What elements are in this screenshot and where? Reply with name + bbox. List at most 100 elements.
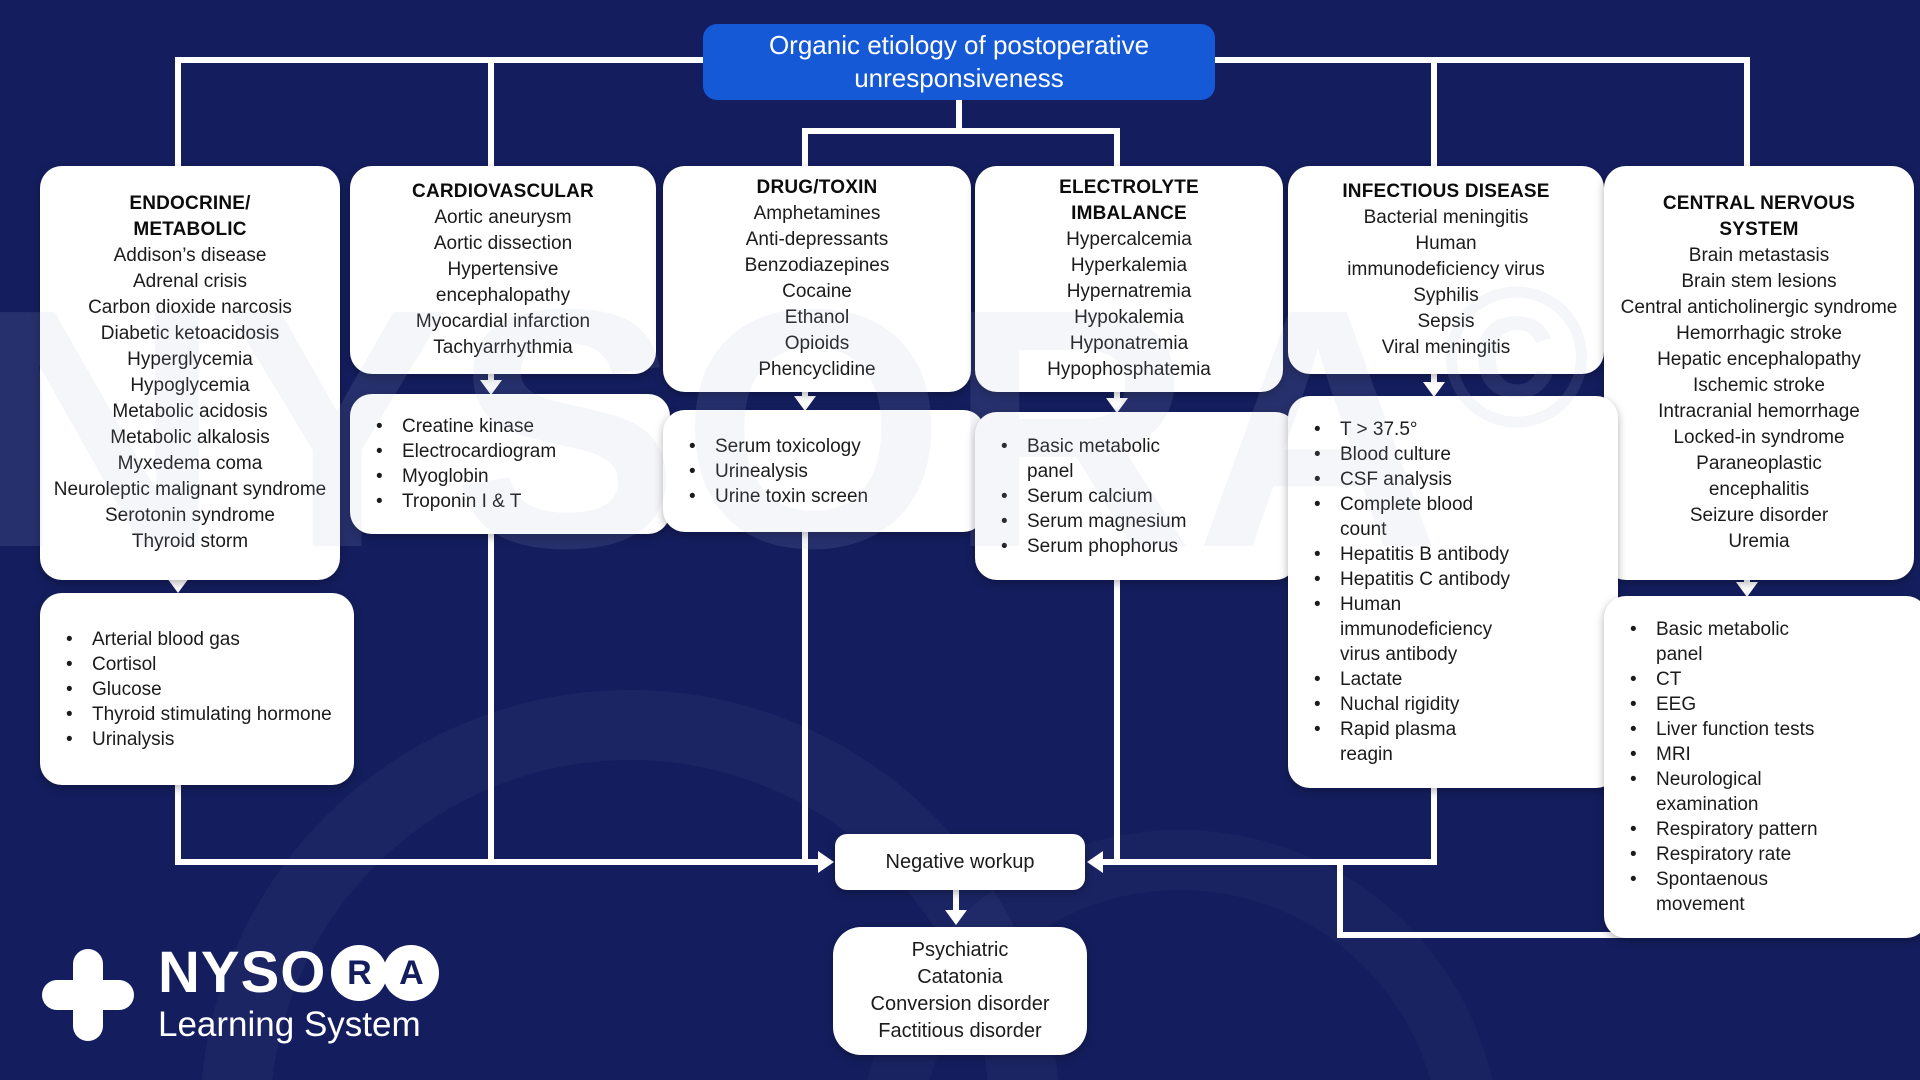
test-item: Serum calcium <box>1001 484 1285 509</box>
diagnosis-item: Factitious disorder <box>878 1020 1042 1042</box>
category-item: Neuroleptic malignant syndrome <box>53 479 327 500</box>
connector-line <box>956 96 962 134</box>
category-item: Aortic dissection <box>433 233 573 254</box>
category-item: Phencyclidine <box>758 359 876 380</box>
connector-line <box>1103 859 1437 865</box>
connector-line <box>488 514 494 865</box>
test-item: Hepatitis C antibody <box>1314 567 1606 592</box>
category-item: Central anticholinergic syndrome <box>1620 297 1898 318</box>
tests-box-infectious-disease: T > 37.5°Blood cultureCSF analysisComple… <box>1288 396 1618 788</box>
test-item: MRI <box>1630 742 1916 767</box>
test-item: Respiratory rate <box>1630 842 1916 867</box>
test-item: Liver function tests <box>1630 717 1916 742</box>
category-item: Hypoglycemia <box>130 375 250 396</box>
test-item: T > 37.5° <box>1314 417 1606 442</box>
category-item: Syphilis <box>1413 285 1479 306</box>
category-item: Paraneoplastic encephalitis <box>1696 453 1822 500</box>
test-item: Basic metabolic panel <box>1001 434 1285 484</box>
test-item: Serum phophorus <box>1001 534 1285 559</box>
test-item: Nuchal rigidity <box>1314 692 1606 717</box>
connector-line <box>1744 57 1750 167</box>
category-item: Tachyarrhythmia <box>433 337 573 358</box>
category-item: Sepsis <box>1417 311 1475 332</box>
test-item: Spontaenous movement <box>1630 867 1916 917</box>
nysora-cross-icon <box>40 947 136 1043</box>
category-item: Uremia <box>1728 531 1790 552</box>
category-item: Aortic aneurysm <box>434 207 572 228</box>
test-item: Glucose <box>66 677 342 702</box>
category-title: DRUG/TOXIN <box>756 177 878 198</box>
category-item: Intracranial hemorrhage <box>1658 401 1860 422</box>
tests-box-drug-toxin: Serum toxicologyUrinealysisUrine toxin s… <box>663 410 985 532</box>
category-title: ELECTROLYTE IMBALANCE <box>1059 177 1199 224</box>
title-box: Organic etiology of postoperative unresp… <box>703 24 1215 100</box>
arrow-down-icon <box>167 578 189 593</box>
category-item: Hyperglycemia <box>127 349 253 370</box>
category-item: Hyperkalemia <box>1070 255 1188 276</box>
tests-box-central-nervous-system: Basic metabolic panelCTEEGLiver function… <box>1604 596 1920 938</box>
test-item: Blood culture <box>1314 442 1606 467</box>
connector-line <box>802 128 1120 134</box>
connector-line <box>1431 768 1437 865</box>
category-title: CARDIOVASCULAR <box>412 181 594 202</box>
tests-list: T > 37.5°Blood cultureCSF analysisComple… <box>1314 417 1606 767</box>
connector-line <box>1114 560 1120 865</box>
category-item: Serotonin syndrome <box>104 505 276 526</box>
category-item: Opioids <box>784 333 850 354</box>
category-item: Brain stem lesions <box>1681 271 1837 292</box>
category-item: Hypokalemia <box>1074 307 1184 328</box>
nysora-logo: NYSO R A Learning System <box>40 944 440 1045</box>
test-item: Neurological examination <box>1630 767 1916 817</box>
tests-list: Basic metabolic panelSerum calciumSerum … <box>1001 434 1285 559</box>
connector-line <box>1114 128 1120 168</box>
category-item: Hemorrhagic stroke <box>1676 323 1842 344</box>
category-item: Hypernatremia <box>1066 281 1192 302</box>
tests-box-endocrine-metabolic: Arterial blood gasCortisolGlucoseThyroid… <box>40 593 354 785</box>
test-item: Human immunodeficiency virus antibody <box>1314 592 1606 667</box>
test-item: Cortisol <box>66 652 342 677</box>
test-item: Basic metabolic panel <box>1630 617 1916 667</box>
test-item: Electrocardiogram <box>376 439 658 464</box>
category-item: Viral meningitis <box>1381 337 1511 358</box>
logo-subtitle: Learning System <box>158 1005 421 1044</box>
category-item: Hepatic encephalopathy <box>1657 349 1861 370</box>
category-item: Locked-in syndrome <box>1673 427 1845 448</box>
category-item: Anti-depressants <box>745 229 889 250</box>
tests-list: Basic metabolic panelCTEEGLiver function… <box>1630 617 1916 917</box>
test-item: CT <box>1630 667 1916 692</box>
logo-wordmark: NYSO R A <box>158 944 440 1002</box>
category-item: Myocardial infarction <box>415 311 591 332</box>
category-item: Myxedema coma <box>117 453 263 474</box>
test-item: Urine toxin screen <box>689 484 973 509</box>
test-item: Thyroid stimulating hormone <box>66 702 342 727</box>
test-item: Creatine kinase <box>376 414 658 439</box>
diagnosis-item: Conversion disorder <box>870 993 1050 1015</box>
tests-list: Creatine kinaseElectrocardiogramMyoglobi… <box>376 414 658 514</box>
arrow-down-icon <box>480 380 502 395</box>
logo-circle-a: A <box>383 945 440 1001</box>
category-item: Human immunodeficiency virus <box>1347 233 1545 280</box>
connector-line <box>1337 859 1343 938</box>
tests-box-cardiovascular: Creatine kinaseElectrocardiogramMyoglobi… <box>350 394 670 534</box>
category-item: Thyroid storm <box>131 531 249 552</box>
tests-list: Serum toxicologyUrinealysisUrine toxin s… <box>689 434 973 509</box>
category-item: Hypophosphatemia <box>1047 359 1211 380</box>
arrow-right-icon <box>818 851 834 873</box>
category-item: Diabetic ketoacidosis <box>100 323 280 344</box>
diagnosis-item: Psychiatric <box>911 939 1009 961</box>
connector-line <box>802 128 808 168</box>
category-title: INFECTIOUS DISEASE <box>1342 181 1550 202</box>
category-title: ENDOCRINE/ METABOLIC <box>129 193 251 240</box>
category-item: Hypercalcemia <box>1066 229 1192 250</box>
page-title: Organic etiology of postoperative unresp… <box>768 30 1150 93</box>
